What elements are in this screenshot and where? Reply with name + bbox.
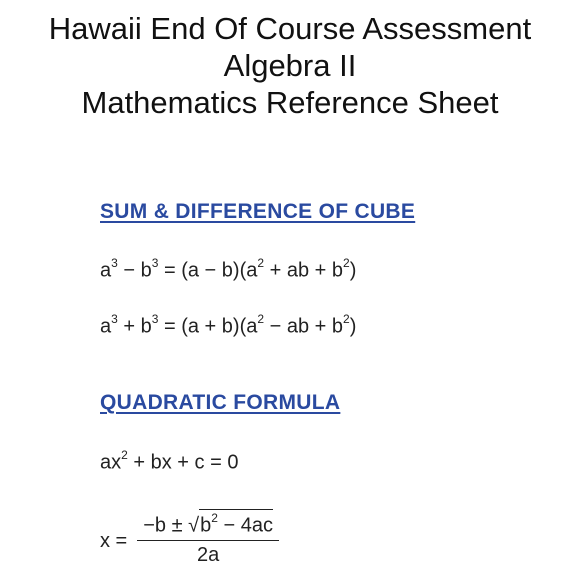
rhs-part: − ab + b xyxy=(264,315,344,338)
exponent: 2 xyxy=(257,312,265,326)
exponent: 3 xyxy=(151,256,159,270)
operator: + xyxy=(117,315,141,338)
var-b: b xyxy=(140,315,152,338)
exponent: 3 xyxy=(151,312,159,326)
cube-section-heading: SUM & DIFFERENCE OF CUBE xyxy=(100,200,416,223)
rhs-part: + ab + b xyxy=(264,259,344,282)
quadratic-denominator: 2a xyxy=(196,544,220,567)
radicand-b: b xyxy=(200,514,212,537)
rhs-part: = (a − b)(a xyxy=(158,259,258,282)
var-a: a xyxy=(100,315,112,338)
page-title: Hawaii End Of Course Assessment Algebra … xyxy=(0,10,580,121)
std-form-part: ax xyxy=(100,451,122,474)
exponent: 2 xyxy=(121,448,128,462)
difference-of-cubes-formula: a3 − b3 = (a − b)(a2 + ab + b2) xyxy=(100,256,357,283)
quadratic-standard-form: ax2 + bx + c = 0 xyxy=(100,448,239,475)
rhs-part: = (a + b)(a xyxy=(158,315,258,338)
quadratic-section-heading: QUADRATIC FORMULA xyxy=(100,391,341,414)
exponent: 2 xyxy=(211,510,218,525)
exponent: 2 xyxy=(257,256,265,270)
quadratic-lhs: x = xyxy=(100,529,128,552)
rhs-part: ) xyxy=(349,259,357,282)
sum-of-cubes-formula: a3 + b3 = (a + b)(a2 − ab + b2) xyxy=(100,312,357,339)
title-line-1: Hawaii End Of Course Assessment xyxy=(48,11,532,46)
var-a: a xyxy=(100,259,112,282)
title-line-2: Algebra II xyxy=(223,48,357,83)
rhs-part: ) xyxy=(349,315,357,338)
title-line-3: Mathematics Reference Sheet xyxy=(81,85,499,120)
radicand-rest: − 4ac xyxy=(217,514,273,537)
exponent: 2 xyxy=(343,312,350,326)
numerator-prefix: −b ± √ xyxy=(143,514,200,537)
quadratic-numerator: −b ± √b2 − 4ac xyxy=(137,508,279,542)
exponent: 3 xyxy=(111,312,118,326)
std-form-part: + bx + c = 0 xyxy=(127,451,239,474)
exponent: 2 xyxy=(343,256,350,270)
var-b: b xyxy=(140,259,152,282)
quadratic-fraction: −b ± √b2 − 4ac 2a xyxy=(137,508,279,568)
radical-content: b2 − 4ac xyxy=(199,508,273,537)
exponent: 3 xyxy=(111,256,118,270)
quadratic-formula: x = −b ± √b2 − 4ac 2a xyxy=(100,508,279,568)
operator: − xyxy=(117,259,141,282)
